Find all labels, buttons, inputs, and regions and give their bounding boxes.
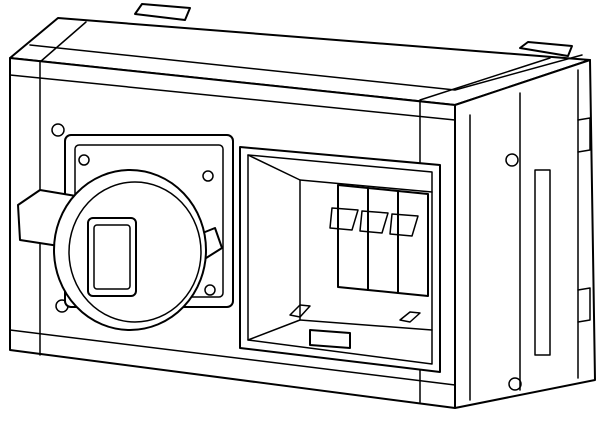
top-clips bbox=[134, 3, 573, 57]
cap-label-window bbox=[87, 217, 137, 297]
circuit-breakers bbox=[329, 184, 429, 297]
screw-top-right bbox=[505, 153, 519, 167]
enclosure-right-face bbox=[454, 59, 596, 409]
socket bbox=[17, 134, 234, 331]
breaker-1[interactable] bbox=[329, 184, 369, 291]
breaker-3[interactable] bbox=[389, 190, 429, 297]
screw-bottom-right bbox=[508, 377, 522, 391]
screw-top-left bbox=[51, 123, 65, 137]
side-slot bbox=[534, 169, 551, 356]
window-latch[interactable] bbox=[309, 329, 351, 349]
